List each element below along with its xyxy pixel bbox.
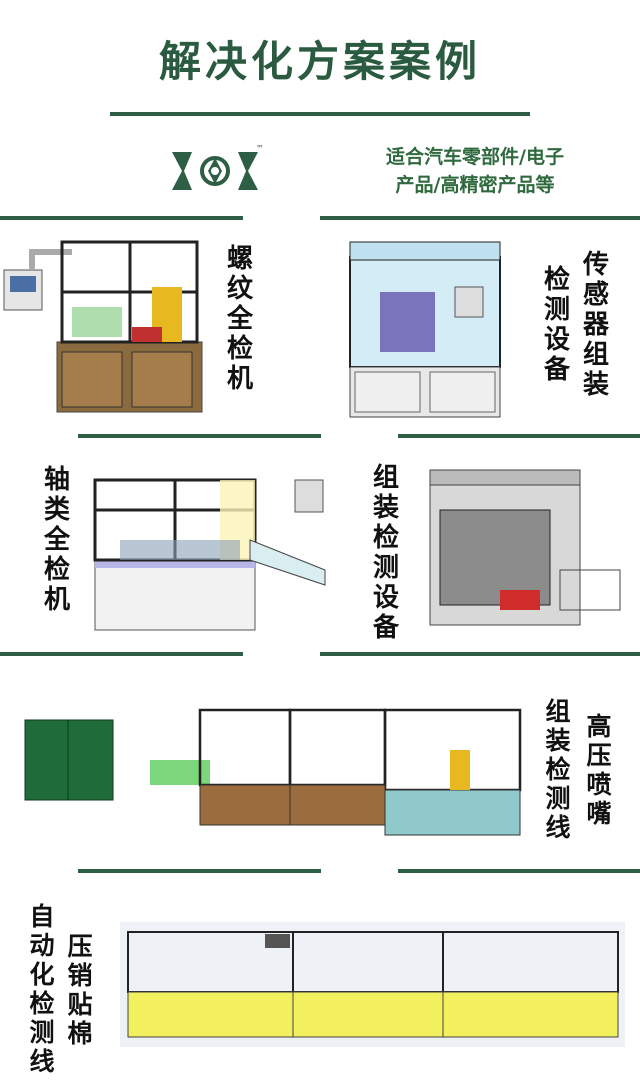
- divider: [0, 652, 243, 656]
- divider: [320, 216, 640, 220]
- divider: [0, 216, 243, 220]
- tagline-line-2: 产品/高精密产品等: [395, 174, 555, 196]
- page-title: 解决化方案案例: [158, 37, 481, 86]
- divider: [398, 869, 640, 873]
- company-logo: [170, 148, 260, 194]
- case-label-pin-col1: 压销贴棉: [67, 932, 93, 1048]
- case-label-sensor-col1: 传感器组装: [582, 250, 609, 400]
- divider: [398, 434, 640, 438]
- pin-press-line-image: [120, 922, 625, 1047]
- case-label-assembly-inspection: 组装检测设备: [372, 463, 399, 643]
- case-label-pin-col2: 自动化检测线: [29, 902, 55, 1076]
- case-label-thread-inspection: 螺纹全检机: [226, 244, 253, 394]
- divider: [78, 434, 321, 438]
- thread-inspection-machine-image: [2, 232, 217, 427]
- tagline-line-1: 适合汽车零部件/电子: [386, 146, 564, 168]
- divider: [78, 869, 321, 873]
- sensor-assembly-equipment-image: [345, 232, 510, 432]
- trademark-mark: ™: [256, 144, 264, 153]
- case-label-nozzle-col2: 组装检测线: [545, 697, 571, 842]
- case-label-nozzle-col1: 高压喷嘴: [586, 712, 612, 828]
- case-label-sensor-col2: 检测设备: [543, 265, 570, 385]
- tagline: 适合汽车零部件/电子 产品/高精密产品等: [355, 143, 595, 199]
- case-label-shaft-inspection: 轴类全检机: [43, 465, 70, 615]
- title-underline: [110, 112, 530, 116]
- assembly-inspection-equipment-image: [410, 450, 635, 645]
- shaft-inspection-machine-image: [90, 450, 335, 640]
- nozzle-assembly-line-image: [20, 700, 530, 850]
- divider: [320, 652, 640, 656]
